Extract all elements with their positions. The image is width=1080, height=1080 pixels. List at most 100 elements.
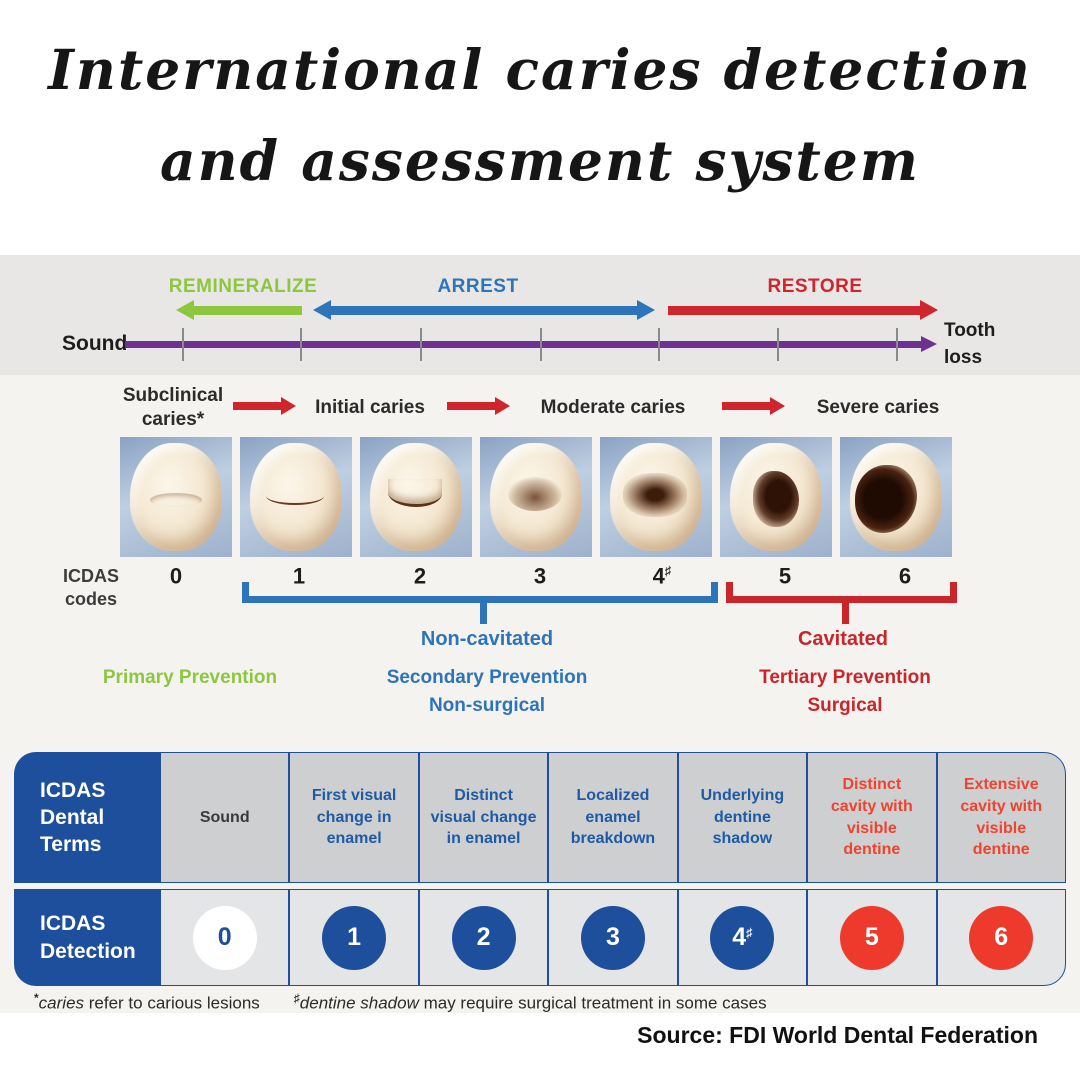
secondary-prevention-line-1: Secondary Prevention [386,667,588,688]
dental-terms-row-header: ICDAS Dental Terms [14,752,160,883]
tooth-lesion [266,487,324,505]
table-row-dental-terms: ICDAS Dental Terms Sound First visual ch… [14,752,1066,883]
tooth-crown [130,443,222,551]
detection-badge-4: 4♯ [710,905,775,970]
tooth-lesion [388,479,442,507]
icdas-codes-label-line-1: ICDAS [62,566,120,586]
footnote-star-term: caries [38,993,85,1013]
icdas-code-3: 3 [533,563,547,589]
stage-moderate-label: Moderate caries [540,397,686,418]
cavitated-label: Cavitated [797,628,889,650]
icdas-codes-label-line-2: codes [64,589,118,610]
tooth-lesion [623,473,687,517]
icdas-code-5: 5 [778,563,792,589]
term-cell-3: Localized enamel breakdown [548,752,678,883]
cavitated-bracket [726,582,957,624]
dental-terms-header-line-2: Dental [40,805,105,829]
icdas-table: ICDAS Dental Terms Sound First visual ch… [14,752,1066,986]
tooth-photo-code-0 [120,437,232,557]
arrest-label: ARREST [437,276,519,297]
tooth-photo-code-6 [840,437,952,557]
title-line-1: International caries detection [48,37,1032,102]
icdas-code-4: 4♯ [652,563,672,589]
detection-cell-6: 6 [936,889,1066,986]
axis-tick [420,328,422,361]
footnote-star-text: refer to carious lesions [84,993,260,1013]
dental-terms-header-line-1: ICDAS [40,778,106,802]
tooth-photo-code-3 [480,437,592,557]
axis-end-line-1: Tooth [944,320,996,341]
severity-axis-arrow [125,336,937,352]
title-line-2: and assessment system [160,128,920,193]
stage-initial-label: Initial caries [315,397,425,418]
stage-arrow-icon [233,397,296,415]
tooth-photo-code-1 [240,437,352,557]
restore-arrow-icon [668,300,938,320]
axis-end-line-2: loss [944,346,983,368]
icdas-code-0: 0 [169,563,183,589]
tooth-photo-code-5 [720,437,832,557]
tooth-lesion [508,477,562,511]
stage-arrow-icon [722,397,785,415]
stage-arrow-icon [447,397,510,415]
tooth-lesion [753,471,799,527]
detection-header-line-1: ICDAS [40,912,106,936]
icdas-code-2: 2 [413,563,427,589]
detection-cell-2: 2 [418,889,549,986]
stage-subclinical-line-2: caries* [141,408,205,430]
tooth-lesion [855,465,917,533]
dental-terms-header-line-3: Terms [40,833,102,857]
footnote-hash-symbol: ♯ [293,991,300,1005]
footnote-hash-text: may require surgical treatment in some c… [418,993,767,1013]
term-cell-sound: Sound [160,752,290,883]
stage-severe-label: Severe caries [816,397,940,418]
detection-header-line-2: Detection [40,939,136,963]
footnote-hash-term: dentine shadow [299,993,419,1013]
tooth-photo-code-2 [360,437,472,557]
detection-badge-5: 5 [839,905,904,970]
non-cavitated-label: Non-cavitated [420,628,554,650]
detection-cell-4: 4♯ [677,889,808,986]
tertiary-prevention-label: Tertiary Prevention Surgical [759,664,931,719]
term-cell-5: Distinct cavity with visible dentine [807,752,937,883]
detection-badge-0: 0 [192,905,257,970]
tooth-lesion [150,493,202,507]
axis-tick [182,328,184,361]
stage-subclinical-line-1: Subclinical [122,385,224,406]
remineralize-arrow-icon [176,300,302,320]
tertiary-prevention-line-2: Surgical [807,694,883,716]
axis-tick [896,328,898,361]
secondary-prevention-line-2: Non-surgical [428,694,546,716]
secondary-prevention-label: Secondary Prevention Non-surgical [387,664,588,719]
stage-subclinical-label: Subclinical caries* [123,384,223,432]
restore-label: RESTORE [767,276,863,297]
term-cell-2: Distinct visual change in enamel [418,752,549,883]
icdas-code-6: 6 [898,563,912,589]
term-cell-4: Underlying dentine shadow [677,752,808,883]
primary-prevention-label: Primary Prevention [102,667,278,688]
source-credit: Source: FDI World Dental Federation [637,1022,1038,1048]
page-title: International caries detection and asses… [0,42,1080,188]
remineralize-label: REMINERALIZE [168,276,318,297]
detection-badge-1: 1 [322,905,387,970]
detection-badge-3: 3 [580,905,645,970]
detection-cell-5: 5 [807,889,937,986]
detection-badge-2: 2 [451,905,516,970]
axis-tick [540,328,542,361]
icdas-codes-label: ICDAS codes [63,565,119,612]
axis-start-label: Sound [62,332,128,355]
tooth-photo-code-4 [600,437,712,557]
non-cavitated-bracket [242,582,718,624]
icdas-code-1: 1 [292,563,306,589]
detection-cell-3: 3 [548,889,678,986]
term-cell-6: Extensive cavity with visible dentine [936,752,1066,883]
axis-end-label: Tooth loss [944,318,995,371]
axis-tick [300,328,302,361]
detection-cell-0: 0 [160,889,290,986]
tertiary-prevention-line-1: Tertiary Prevention [759,667,931,688]
arrest-double-arrow-icon [313,300,655,320]
detection-badge-6: 6 [969,905,1034,970]
term-cell-1: First visual change in enamel [289,752,419,883]
detection-row-header: ICDAS Detection [14,889,160,986]
